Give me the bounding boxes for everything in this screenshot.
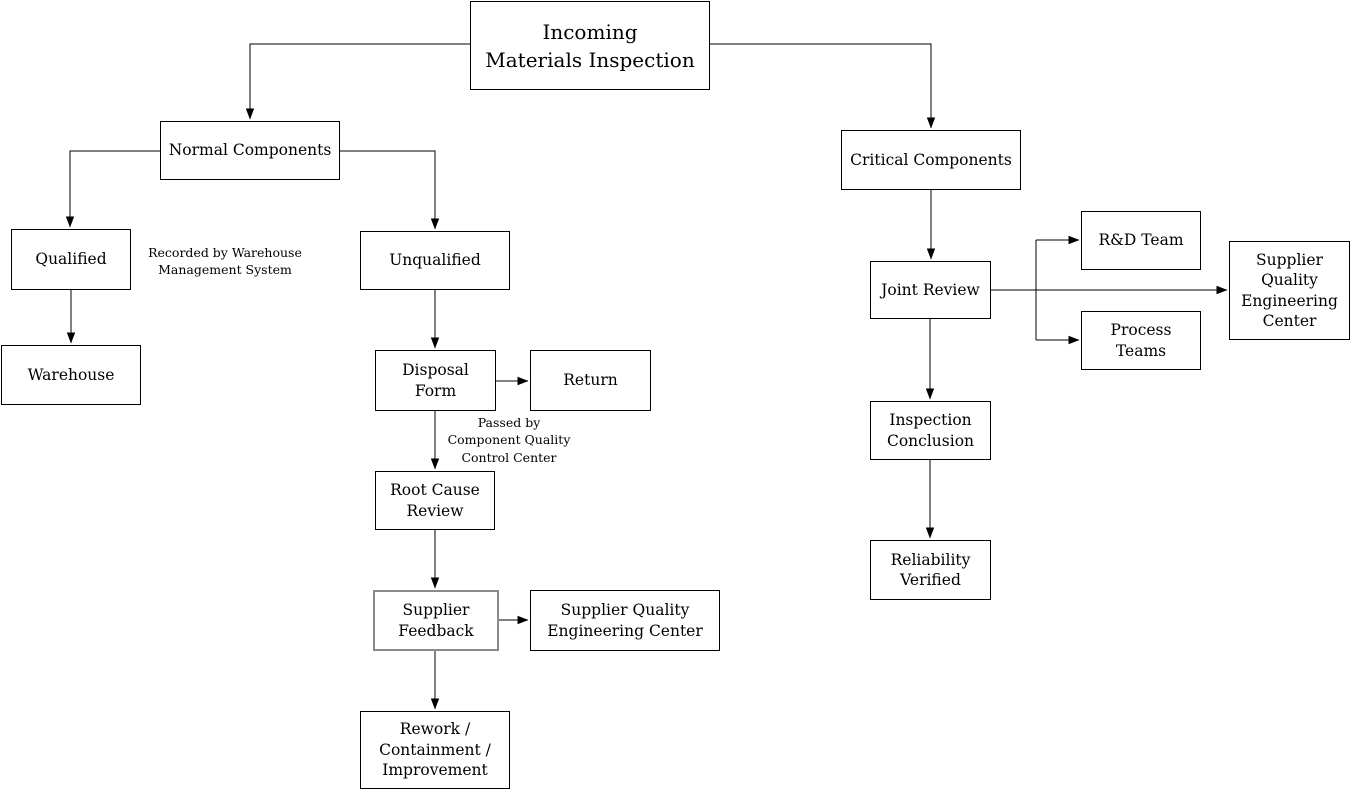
node-warehouse: Warehouse: [1, 345, 141, 405]
node-joint-review: Joint Review: [870, 261, 991, 319]
node-process-teams: Process Teams: [1081, 311, 1201, 370]
node-qualified: Qualified: [11, 229, 131, 290]
node-rework-containment-improvement: Rework / Containment / Improvement: [360, 711, 510, 789]
node-supplier-feedback: Supplier Feedback: [373, 590, 499, 651]
annotation-passed-by-cqcc: Passed by Component Quality Control Cent…: [447, 415, 571, 465]
annotation-recorded-by-warehouse: Recorded by Warehouse Management System: [148, 245, 302, 278]
node-incoming-materials-inspection: Incoming Materials Inspection: [470, 1, 710, 90]
node-supplier-quality-engineering-center-right: Supplier Quality Engineering Center: [1229, 241, 1350, 340]
node-reliability-verified: Reliability Verified: [870, 540, 991, 600]
node-rd-team: R&D Team: [1081, 211, 1201, 270]
node-supplier-quality-engineering-center-left: Supplier Quality Engineering Center: [530, 590, 720, 651]
node-inspection-conclusion: Inspection Conclusion: [870, 401, 991, 460]
node-normal-components: Normal Components: [160, 121, 340, 180]
node-unqualified: Unqualified: [360, 231, 510, 290]
node-return: Return: [530, 350, 651, 411]
node-disposal-form: Disposal Form: [375, 350, 496, 411]
node-root-cause-review: Root Cause Review: [375, 471, 495, 530]
node-critical-components: Critical Components: [841, 130, 1021, 190]
